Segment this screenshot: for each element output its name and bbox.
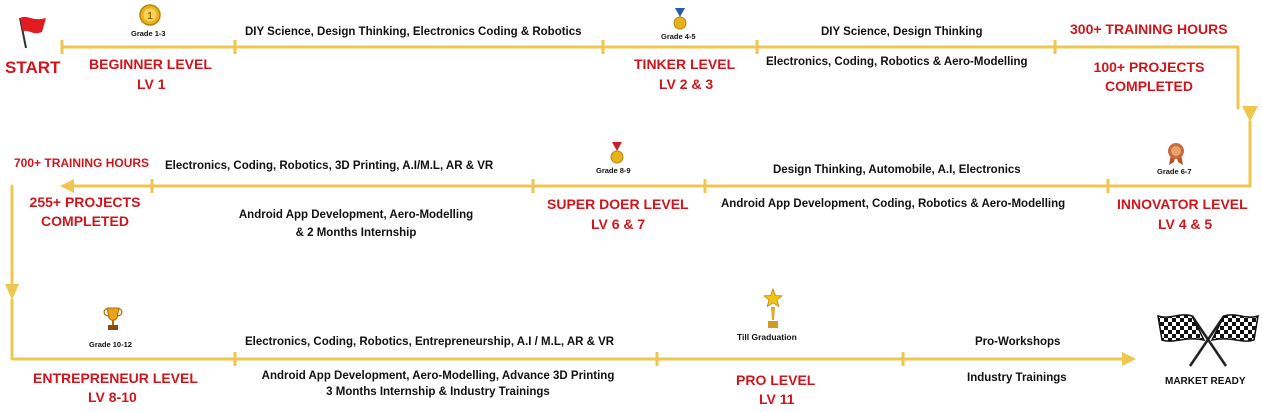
- track-path: [10, 45, 1252, 361]
- beginner-topics: DIY Science, Design Thinking, Electronic…: [245, 26, 582, 38]
- red-ribbon-medal-icon: [610, 142, 624, 164]
- pro-topics-a: Pro-Workshops: [975, 336, 1061, 348]
- arrow-right-finish: [1122, 352, 1136, 366]
- checkered-flags-icon: [1157, 314, 1259, 367]
- tinker-level-lv: LV 2 & 3: [659, 76, 714, 92]
- pro-level-title: PRO LEVEL: [736, 372, 816, 388]
- stat-hours-700: 700+ TRAINING HOURS: [14, 156, 150, 170]
- entrepreneur-level-lv: LV 8-10: [88, 389, 137, 405]
- tinker-level-title: TINKER LEVEL: [634, 56, 736, 72]
- star-trophy-icon: [763, 288, 783, 328]
- innovator-topics-a: Design Thinking, Automobile, A.I, Electr…: [773, 164, 1021, 176]
- rosette-medal-icon: [1168, 143, 1184, 165]
- innovator-level-lv: LV 4 & 5: [1158, 216, 1213, 232]
- stat-projects-255: 255+ PROJECTS: [29, 194, 141, 210]
- stat-projects-100: 100+ PROJECTS: [1093, 59, 1205, 75]
- stat-projects-100-completed: COMPLETED: [1105, 78, 1193, 94]
- pro-level-lv: LV 11: [759, 391, 795, 407]
- super-doer-grade: Grade 8-9: [596, 166, 631, 175]
- track-arrowheads: [5, 106, 1258, 366]
- innovator-topics-b: Android App Development, Coding, Robotic…: [721, 198, 1066, 210]
- tinker-topics-a: DIY Science, Design Thinking: [821, 26, 983, 38]
- arrow-down-right: [1242, 106, 1258, 122]
- stat-projects-255-completed: COMPLETED: [41, 213, 129, 229]
- arrow-down-left: [5, 284, 19, 300]
- gold-medal-icon: 1: [139, 4, 161, 26]
- blue-ribbon-medal-icon: [673, 8, 687, 30]
- beginner-grade: Grade 1-3: [131, 29, 166, 38]
- start-flag-icon: [19, 16, 46, 49]
- super-doer-level-lv: LV 6 & 7: [591, 216, 646, 232]
- pro-topics-b: Industry Trainings: [967, 372, 1067, 384]
- entrepreneur-topics-a: Electronics, Coding, Robotics, Entrepren…: [245, 336, 615, 348]
- start-label: START: [5, 58, 61, 77]
- entrepreneur-grade: Grade 10-12: [89, 340, 132, 349]
- entrepreneur-topics-b-2: 3 Months Internship & Industry Trainings: [326, 386, 550, 398]
- stat-hours-300: 300+ TRAINING HOURS: [1070, 21, 1228, 37]
- finish-label: MARKET READY: [1165, 376, 1246, 387]
- pro-grade: Till Graduation: [737, 332, 797, 342]
- tinker-topics-b: Electronics, Coding, Robotics & Aero-Mod…: [766, 56, 1028, 68]
- innovator-level-title: INNOVATOR LEVEL: [1117, 196, 1248, 212]
- trophy-icon: [103, 307, 123, 330]
- entrepreneur-level-title: ENTREPRENEUR LEVEL: [33, 370, 198, 386]
- track-ticks: [60, 40, 1110, 366]
- super-doer-topics-a: Electronics, Coding, Robotics, 3D Printi…: [165, 160, 494, 172]
- tinker-grade: Grade 4-5: [661, 32, 696, 41]
- super-doer-topics-b-1: Android App Development, Aero-Modelling: [238, 209, 474, 221]
- svg-text:1: 1: [147, 11, 153, 22]
- innovator-grade: Grade 6-7: [1157, 167, 1192, 176]
- entrepreneur-topics-b-1: Android App Development, Aero-Modelling,…: [261, 370, 615, 382]
- super-doer-level-title: SUPER DOER LEVEL: [547, 196, 689, 212]
- beginner-level-title: BEGINNER LEVEL: [89, 56, 212, 72]
- arrow-left: [60, 179, 74, 193]
- beginner-level-lv: LV 1: [137, 76, 166, 92]
- super-doer-topics-b-2: & 2 Months Internship: [295, 227, 417, 239]
